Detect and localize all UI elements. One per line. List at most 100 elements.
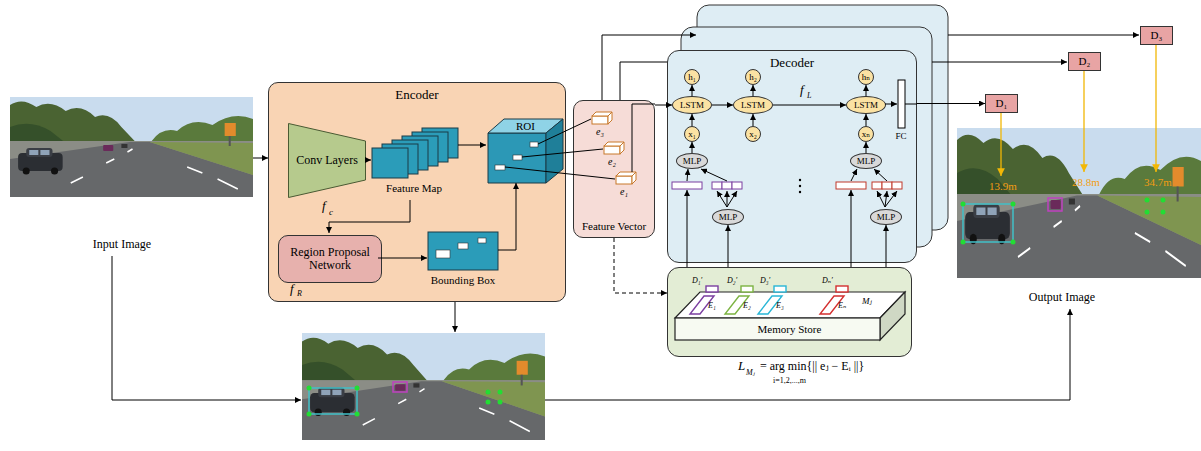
input-photo — [10, 97, 253, 197]
fc-layer — [898, 80, 905, 128]
flow-line — [455, 302, 456, 332]
feature-map-stack — [382, 144, 418, 174]
encoder-flow — [329, 104, 655, 258]
memory-slab — [675, 292, 905, 318]
distance-value: 34.7m — [1144, 176, 1172, 189]
memory-entry — [706, 286, 718, 292]
distance-value: 28.8m — [1072, 176, 1100, 189]
connector-arrow — [753, 114, 754, 126]
hidden-state: h₁ — [684, 69, 700, 85]
memory-slab — [880, 292, 905, 340]
formula-subscript: Mⱼ — [746, 368, 755, 377]
encoder-flow — [538, 119, 591, 144]
decoder-flow — [885, 191, 887, 207]
detection-photo — [309, 388, 357, 414]
function-subscript: R — [297, 289, 302, 298]
connector-arrow — [886, 225, 887, 267]
rpn-box: Region Proposal Network — [278, 235, 382, 283]
memory-slab — [675, 292, 905, 340]
feature-cuboid — [616, 172, 636, 176]
formula-text: = arg min{|| eⱼ − Eᵢ ||} — [760, 360, 864, 374]
connector-arrow — [655, 105, 672, 106]
detection-photo — [486, 390, 491, 395]
lstm-cell: LSTM — [846, 96, 886, 114]
feature-cuboid — [592, 116, 608, 124]
roi-region — [495, 165, 505, 170]
bounding-box-map — [478, 238, 486, 243]
detection-photo — [307, 412, 312, 417]
memory-entry — [690, 286, 848, 314]
lstm-cell: LSTM — [672, 96, 712, 114]
caption-text: Feature Map — [386, 182, 442, 195]
embedding-vector — [712, 182, 722, 189]
output-photo — [963, 204, 1013, 242]
connector-arrow — [692, 114, 693, 126]
decoder-flow — [687, 190, 688, 267]
roi-region — [495, 142, 538, 170]
output-photo — [1145, 210, 1150, 215]
hidden-state: hₙ — [858, 69, 874, 85]
feature-vector-panel: Feature Vector — [573, 100, 655, 238]
input-state: x₁ — [684, 126, 700, 142]
decoder-flow — [851, 169, 857, 181]
distance-leader — [1000, 113, 1001, 176]
ellipsis-dots — [799, 191, 801, 193]
memory-entry — [774, 286, 786, 292]
input-state: xₙ — [858, 126, 874, 142]
output-photo — [1011, 202, 1016, 207]
box-label: Encoder — [395, 88, 438, 103]
decoder-flow — [687, 104, 917, 267]
feature-map-stack — [392, 140, 428, 170]
embedding-vector — [672, 182, 902, 189]
roi-region — [513, 155, 522, 160]
encoder-flow — [458, 145, 486, 146]
roi-cuboid: ROI — [488, 119, 563, 183]
formula-text: L — [738, 359, 745, 374]
ellipsis-dots — [799, 185, 801, 187]
bounding-box-map — [458, 243, 468, 249]
connector-arrow — [917, 103, 985, 104]
connector-arrow — [712, 105, 733, 106]
mlp-block: MLP — [712, 209, 744, 225]
encoder-flow — [378, 258, 427, 259]
input-state: x₂ — [745, 126, 761, 142]
bounding-box-map — [428, 232, 498, 270]
memory-entry-name: Eₙ — [838, 301, 846, 310]
bounding-box-map — [436, 250, 450, 258]
memory-entry-name: E₁ — [708, 301, 716, 310]
cuboid-shape — [488, 133, 546, 183]
layer-name: FC — [895, 131, 906, 141]
decoder-flow — [687, 169, 688, 181]
detection-photo — [498, 390, 503, 395]
connector-arrow — [866, 85, 867, 96]
distance-leader — [1001, 45, 1156, 176]
feature-cuboid — [592, 112, 612, 116]
flow-line — [948, 35, 1139, 36]
distance-output: D₃ — [1140, 26, 1173, 45]
box-label: ROI — [516, 120, 535, 132]
memory-slab — [675, 318, 880, 340]
box-label: MLP — [857, 156, 876, 166]
encoder-flow — [365, 160, 371, 161]
box-label: Conv Layers — [296, 154, 358, 167]
box-label: D₁ — [996, 97, 1008, 109]
output-photo — [961, 202, 966, 207]
trapezoid-shape — [289, 124, 366, 198]
memory-entry-name: E₂ — [743, 301, 751, 310]
box-label: D₂ — [1079, 55, 1091, 67]
box-label: Memory Store — [758, 323, 822, 335]
vector-name: e₂ — [608, 156, 616, 168]
input-photo — [10, 97, 253, 197]
output-photo — [1145, 198, 1150, 203]
box-label: xₙ — [862, 129, 870, 139]
embedding-vector — [892, 182, 902, 189]
detection-photo — [355, 412, 360, 417]
decoder-flow — [717, 191, 727, 207]
memory-key: D₁′ — [692, 276, 702, 285]
decoder-flow — [727, 191, 728, 207]
decoder-flow — [885, 104, 897, 105]
feature-map-stack — [402, 136, 438, 166]
output-photo — [957, 128, 1201, 278]
box-label: LSTM — [741, 100, 765, 110]
